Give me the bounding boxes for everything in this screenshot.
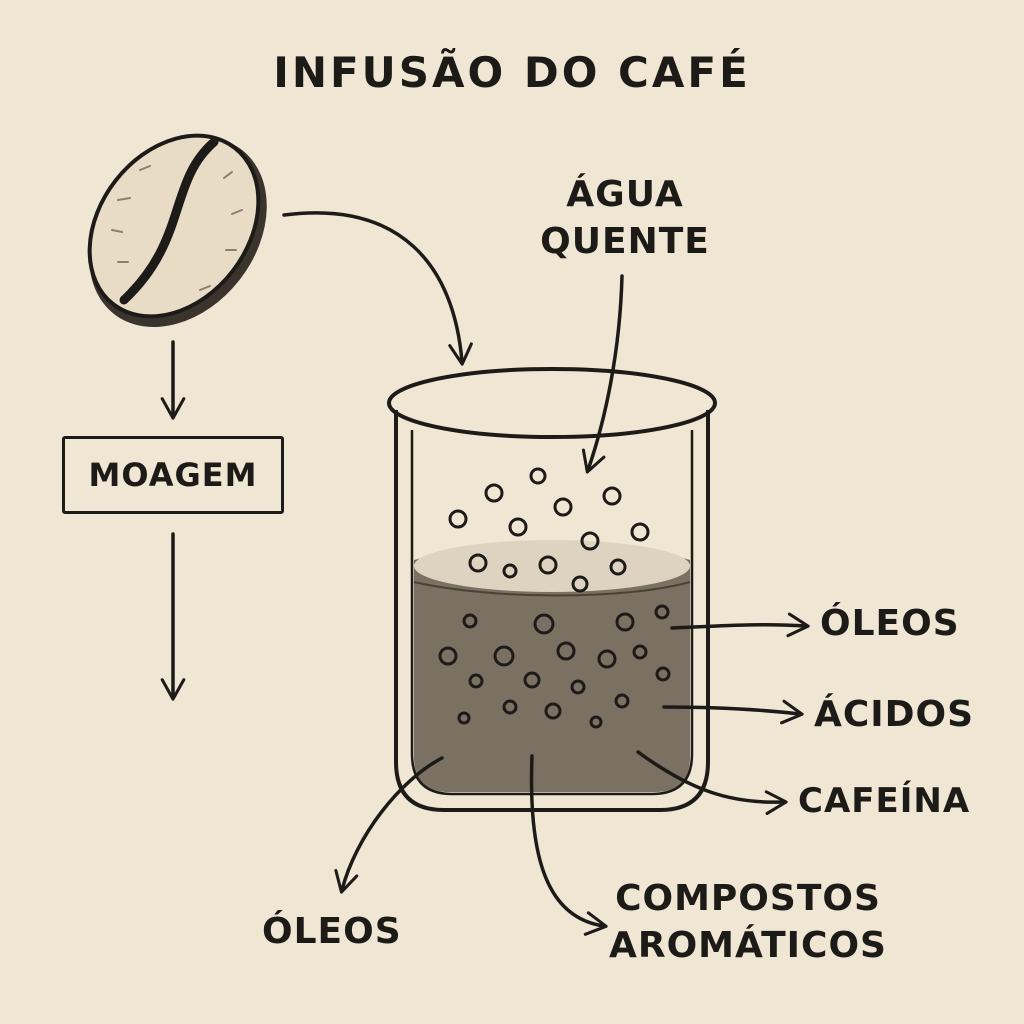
- grinding-label: MOAGEM: [88, 456, 258, 494]
- coffee-bean-icon: [87, 133, 267, 327]
- diagram-title: INFUSÃO DO CAFÉ: [273, 48, 751, 97]
- acids-arrow: [662, 699, 804, 725]
- grinding-box: MOAGEM: [62, 436, 284, 514]
- oils-bottom-label: ÓLEOS: [262, 911, 402, 952]
- beaker-icon: [387, 367, 717, 812]
- oils-right-arrow: [670, 612, 810, 638]
- acids-label: ÁCIDOS: [814, 694, 975, 735]
- aromatic-line-1: COMPOSTOS: [615, 878, 881, 919]
- bean-to-beaker-arrow: [282, 211, 473, 366]
- aromatics-arrow: [529, 754, 608, 936]
- hot-water-label: ÁGUA QUENTE: [500, 172, 750, 266]
- bubbles: [438, 467, 671, 729]
- oils-right-label: ÓLEOS: [820, 603, 960, 644]
- aromatic-compounds-label: COMPOSTOS AROMÁTICOS: [598, 876, 898, 970]
- aromatic-line-2: AROMÁTICOS: [609, 924, 887, 966]
- caffeine-label: CAFEÍNA: [798, 781, 971, 821]
- hot-water-line-1: ÁGUA: [566, 174, 684, 215]
- caffeine-arrow: [636, 750, 788, 815]
- water-arrow: [581, 274, 624, 474]
- hot-water-line-2: QUENTE: [540, 220, 710, 262]
- oils-bottom-arrow: [334, 756, 444, 894]
